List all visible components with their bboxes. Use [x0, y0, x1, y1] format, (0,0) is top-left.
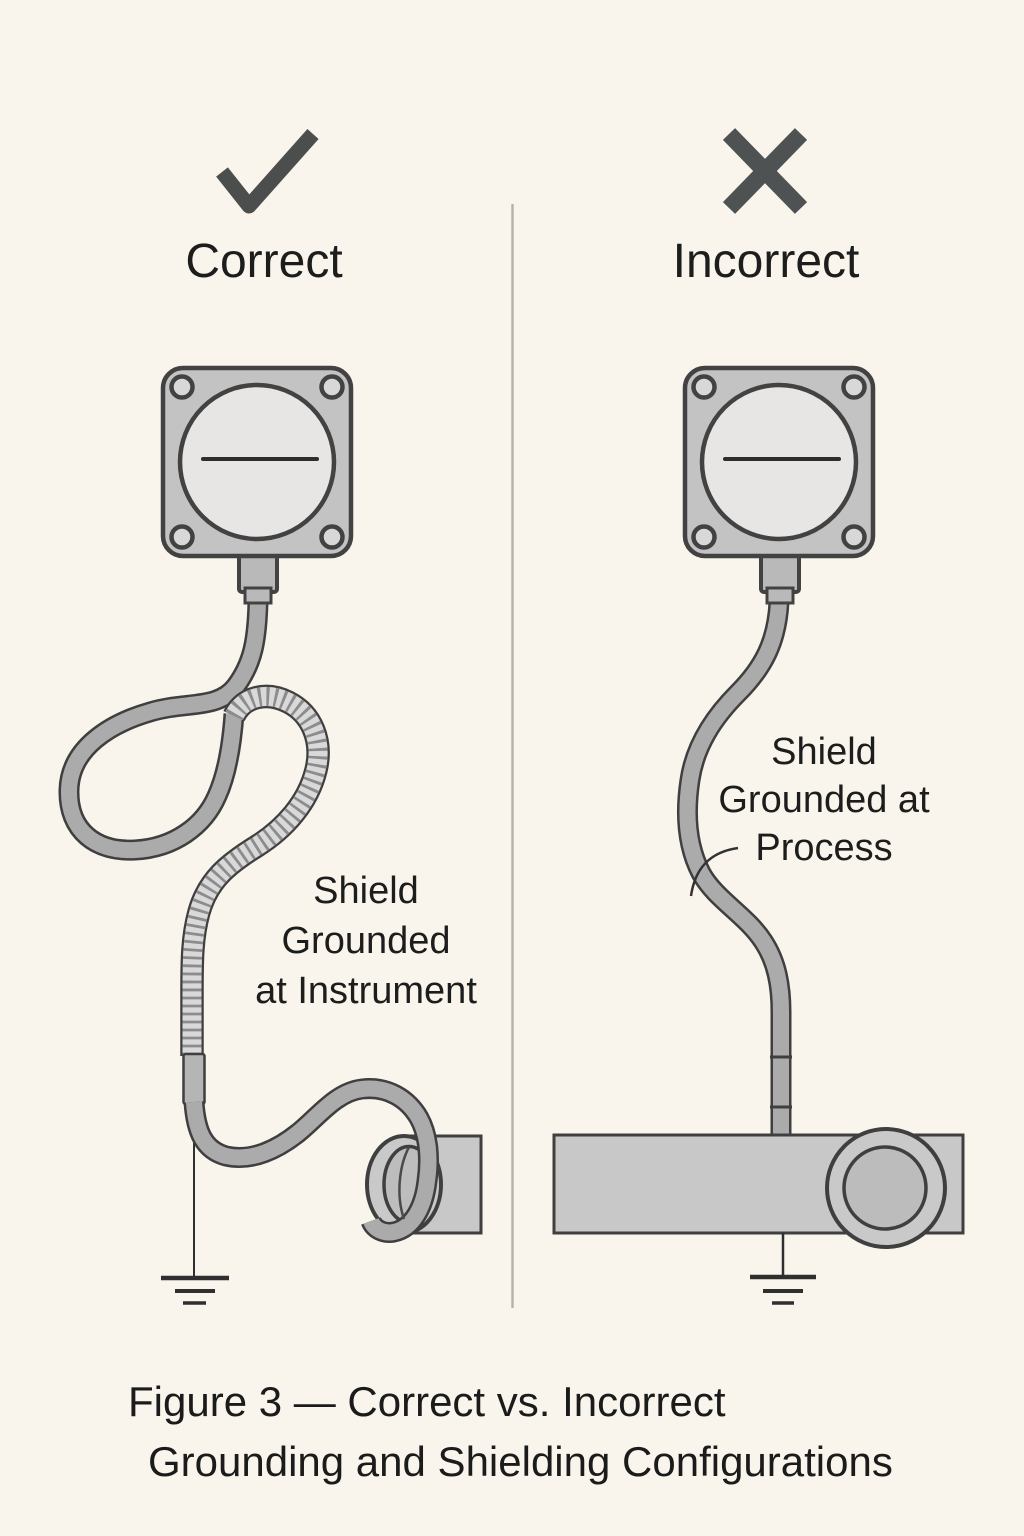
braided-shield — [180, 684, 330, 1056]
left-cable-label-line3: at Instrument — [255, 970, 477, 1012]
bolt-icon — [169, 374, 195, 400]
shield-termination-sleeve — [182, 1052, 206, 1106]
gauge-face — [177, 382, 337, 542]
right-cable-label: Shield Grounded at Process — [674, 728, 974, 872]
x-icon — [722, 128, 808, 214]
cable-right — [677, 601, 792, 1140]
figure-caption-line2: Grounding and Shielding Configurations — [148, 1438, 893, 1485]
left-cable-label-line1: Shield — [313, 870, 419, 912]
ground-symbol-left — [161, 1275, 229, 1305]
ground-symbol-right — [750, 1233, 816, 1305]
pipe-right — [552, 1127, 965, 1249]
bolt-icon — [841, 524, 867, 550]
right-cable-label-line1: Shield — [771, 731, 877, 773]
gauge-face — [699, 382, 859, 542]
bolt-icon — [841, 374, 867, 400]
bolt-icon — [691, 374, 717, 400]
right-cable-label-line2: Grounded at — [718, 779, 930, 821]
bolt-icon — [319, 524, 345, 550]
instrument-left — [160, 365, 354, 605]
check-icon — [216, 129, 319, 214]
instrument-right — [682, 365, 876, 605]
bolt-icon — [169, 524, 195, 550]
figure-caption: Figure 3 — Correct vs. Incorrect Groundi… — [128, 1372, 988, 1492]
figure-caption-line1: Figure 3 — Correct vs. Incorrect — [128, 1378, 726, 1425]
right-cable-label-line3: Process — [755, 827, 893, 869]
left-cable-label-line2: Grounded — [281, 920, 451, 962]
label-leader-line — [689, 846, 739, 897]
left-cable-label: Shield Grounded at Instrument — [206, 866, 526, 1016]
right-panel-title: Incorrect — [672, 235, 860, 288]
bolt-icon — [691, 524, 717, 550]
cable-jacket-left — [58, 601, 269, 861]
left-panel-title: Correct — [185, 235, 343, 288]
cable-to-pipe-left — [183, 1078, 439, 1243]
bolt-icon — [319, 374, 345, 400]
